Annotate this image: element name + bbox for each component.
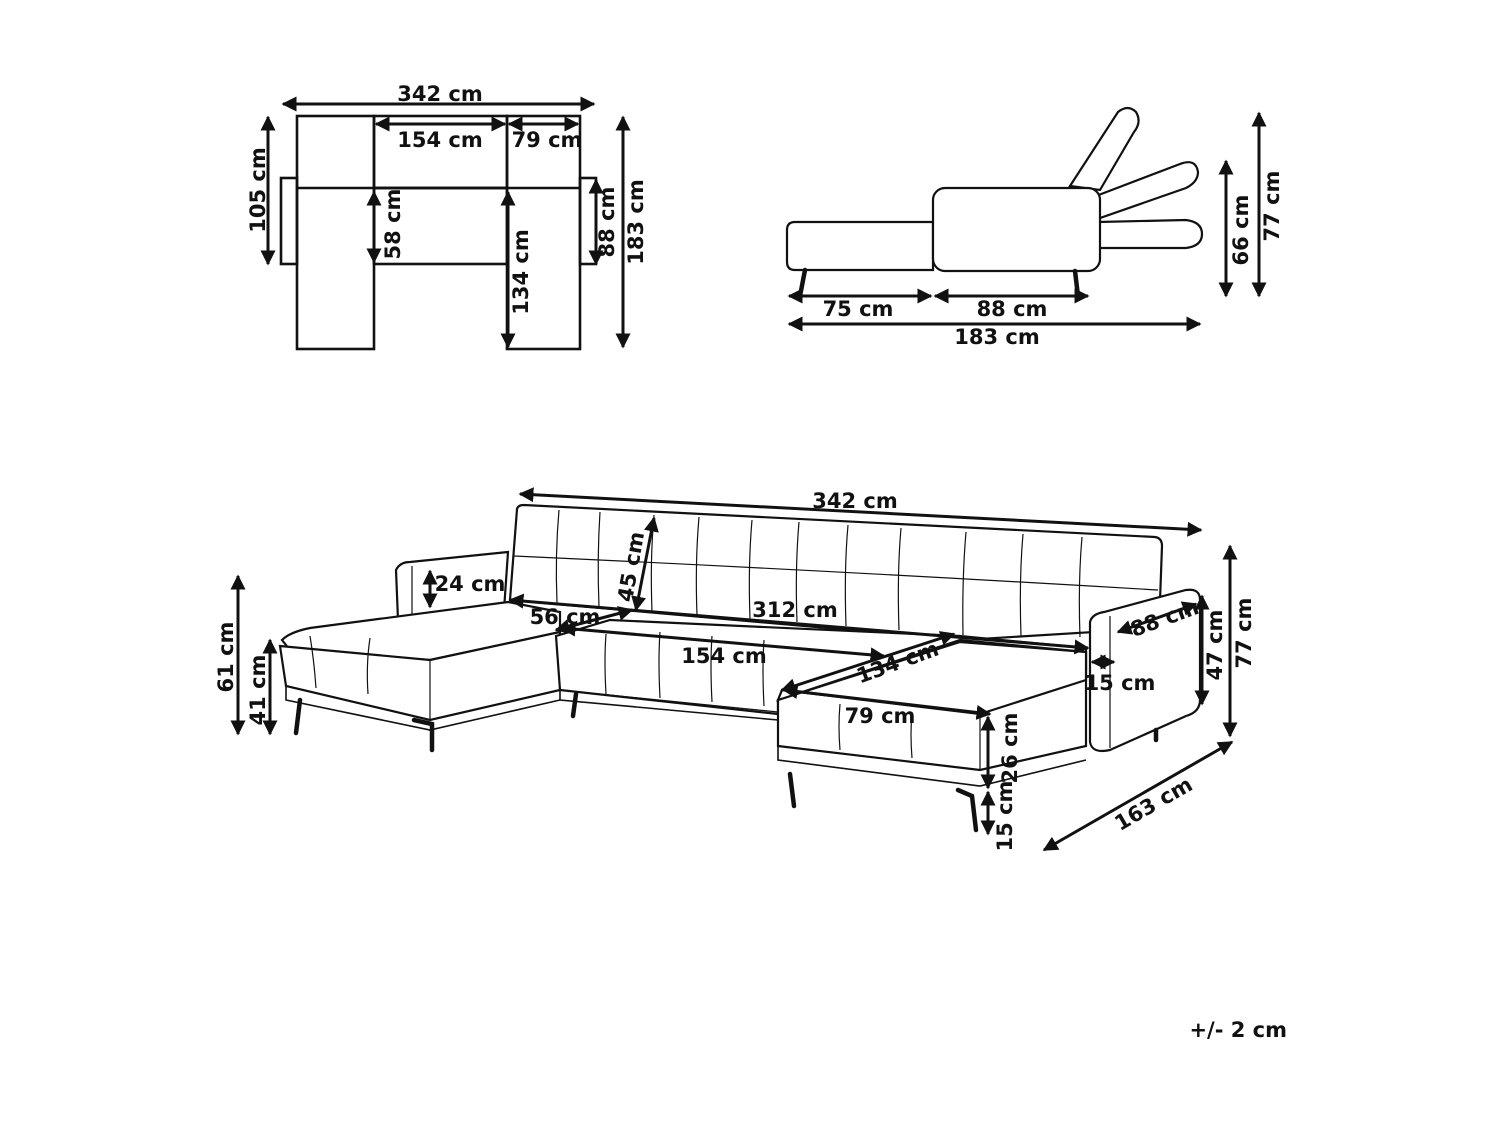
side-view-backrest-reclined — [1094, 161, 1200, 220]
side-view-seat — [785, 220, 935, 272]
top-view-right-arm — [578, 176, 598, 266]
top-middle-width-label: 154 cm — [397, 128, 482, 152]
side-back-section-label: 88 cm — [977, 297, 1048, 321]
persp-arm-thickness-label: 15 cm — [1085, 671, 1156, 695]
side-view-backrest-flat — [1096, 218, 1204, 250]
side-view-backrest-upright — [1068, 106, 1140, 192]
top-back-depth-label: 105 cm — [246, 147, 270, 232]
persp-left-depth-label: 56 cm — [530, 605, 601, 629]
top-view-drawing: 342 cm 154 cm 79 cm 105 cm 58 cm 134 cm … — [246, 82, 648, 351]
top-arm-depth-label: 88 cm — [595, 187, 619, 258]
persp-inner-width-label: 312 cm — [752, 598, 837, 622]
top-view-backrest — [372, 114, 509, 190]
side-total-length-label: 183 cm — [954, 325, 1039, 349]
tolerance-note: +/- 2 cm — [1189, 1018, 1287, 1042]
top-total-depth-label: 183 cm — [624, 179, 648, 264]
persp-width-total-label: 342 cm — [812, 489, 897, 513]
top-view-left-arm — [279, 176, 299, 266]
persp-arm-above-seat-label: 24 cm — [435, 572, 506, 596]
persp-height-left-label: 41 cm — [246, 655, 270, 726]
side-view-drawing: 75 cm 88 cm 183 cm 66 cm 77 cm — [785, 106, 1284, 349]
persp-seat-height-left-label: 61 cm — [214, 622, 238, 693]
side-seat-length-label: 75 cm — [823, 297, 894, 321]
persp-leg-height-label: 15 cm — [993, 781, 1017, 852]
persp-total-height-label: 77 cm — [1232, 598, 1256, 669]
persp-arm-height-label: 47 cm — [1203, 610, 1227, 681]
side-height-low-label: 66 cm — [1229, 195, 1253, 266]
top-right-width-label: 79 cm — [512, 128, 583, 152]
perspective-view-drawing: 342 cm 24 cm 45 cm 312 cm 56 cm 154 cm 1… — [214, 487, 1256, 852]
top-seat-depth-label: 58 cm — [381, 189, 405, 260]
persp-middle-width-label: 154 cm — [681, 644, 766, 668]
persp-seat-thickness-label: 26 cm — [998, 713, 1022, 784]
perspective-legs — [293, 691, 1159, 833]
top-chaise-length-label: 134 cm — [509, 229, 533, 314]
side-view-back-block — [931, 186, 1102, 273]
top-width-total-label: 342 cm — [397, 82, 482, 106]
side-height-high-label: 77 cm — [1260, 171, 1284, 242]
persp-chaise-width-label: 79 cm — [845, 704, 916, 728]
top-view-left-chaise — [295, 114, 376, 351]
